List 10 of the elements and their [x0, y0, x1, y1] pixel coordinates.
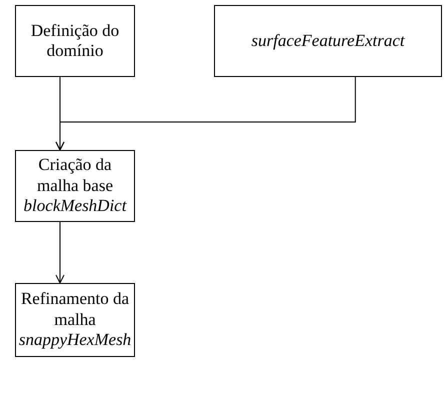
- box-text: Definição do domínio: [30, 20, 120, 62]
- process-box: [15, 283, 135, 357]
- box-text: blockMeshDict: [24, 196, 126, 217]
- arrow: [56, 76, 356, 150]
- box-text: surfaceFeatureExtract: [251, 30, 405, 52]
- process-box: [214, 5, 442, 77]
- process-box: [15, 5, 135, 77]
- box-text: snappyHexMesh: [18, 330, 132, 351]
- process-box: [15, 150, 135, 222]
- arrow: [56, 222, 64, 284]
